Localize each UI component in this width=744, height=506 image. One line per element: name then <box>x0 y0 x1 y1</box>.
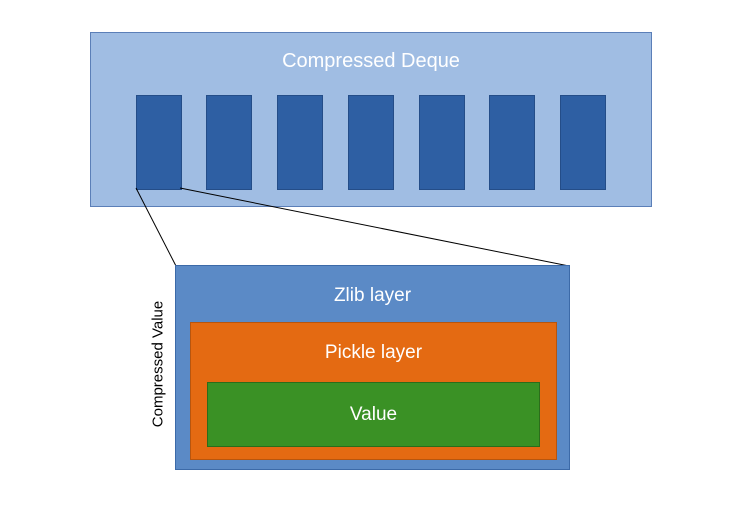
value-box: Value <box>207 382 540 447</box>
zlib-layer-box: Zlib layer Pickle layer Value <box>175 265 570 470</box>
deque-slot <box>560 95 606 190</box>
deque-slot <box>489 95 535 190</box>
compressed-value-label: Compressed Value <box>149 300 167 428</box>
deque-slot <box>348 95 394 190</box>
compressed-deque-box: Compressed Deque <box>90 32 652 207</box>
compressed-deque-title: Compressed Deque <box>282 50 460 72</box>
zlib-layer-label: Zlib layer <box>333 285 412 306</box>
pickle-layer-box: Pickle layer Value <box>190 322 557 460</box>
deque-slot <box>277 95 323 190</box>
deque-slot <box>419 95 465 190</box>
value-label: Value <box>349 403 398 425</box>
pickle-layer-label: Pickle layer <box>324 342 423 363</box>
deque-slot <box>136 95 182 190</box>
deque-slot <box>206 95 252 190</box>
